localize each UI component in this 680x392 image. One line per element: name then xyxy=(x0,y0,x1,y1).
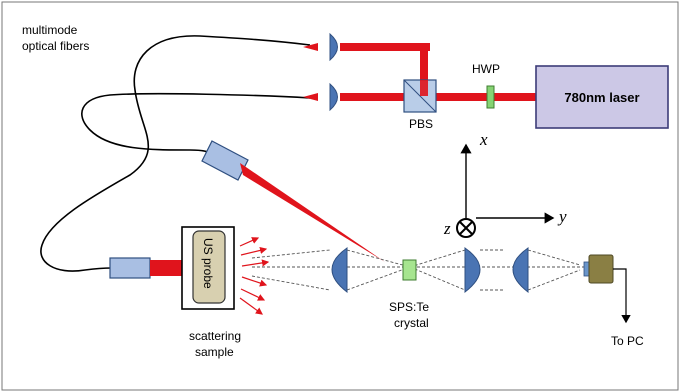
y-axis-label: y xyxy=(557,207,567,226)
fibers-label-line1: multimode xyxy=(22,23,78,37)
imaging-lens-2 xyxy=(464,247,481,294)
fiber-tip-top xyxy=(303,43,318,51)
beam-vertical xyxy=(420,43,428,101)
coordinate-axes: x y z xyxy=(443,130,567,238)
sps-te-crystal xyxy=(402,259,417,281)
fibers-label-line2: optical fibers xyxy=(22,39,89,53)
to-pc-label: To PC xyxy=(611,334,644,348)
beam-in-pbs xyxy=(420,80,428,96)
fiber-cable-2 xyxy=(81,92,311,156)
bottom-fiber-coupler xyxy=(109,257,151,279)
beam-main xyxy=(340,93,536,101)
pbs-label: PBS xyxy=(409,117,433,131)
us-probe xyxy=(192,230,226,304)
x-axis-label: x xyxy=(479,130,488,149)
fiber-tip-bottom xyxy=(303,93,318,101)
lens-bottom xyxy=(329,82,338,112)
lens-top xyxy=(329,32,338,62)
sample-label-line1: scattering xyxy=(189,329,241,343)
detector-camera xyxy=(588,254,614,284)
detector-window xyxy=(583,261,590,277)
imaging-lens-1 xyxy=(331,247,348,294)
crystal-label-line2: crystal xyxy=(394,316,429,330)
laser-box xyxy=(535,65,669,129)
imaging-lens-3 xyxy=(512,247,529,294)
scattered-light-arrows xyxy=(239,237,270,315)
imaging-rays xyxy=(251,249,590,291)
sample-label-line2: sample xyxy=(195,345,234,359)
crystal-label-line1: SPS:Te xyxy=(389,300,429,314)
angled-fiber-coupler xyxy=(201,140,385,262)
laser-label: 780nm laser xyxy=(564,90,639,105)
hwp-plate xyxy=(486,85,495,109)
fiber-cable-1 xyxy=(40,35,311,272)
hwp-label: HWP xyxy=(472,62,500,76)
probe-label: US probe xyxy=(201,238,215,289)
beam-top xyxy=(340,43,430,51)
z-axis-label: z xyxy=(443,219,451,238)
to-pc-cable xyxy=(613,268,631,324)
